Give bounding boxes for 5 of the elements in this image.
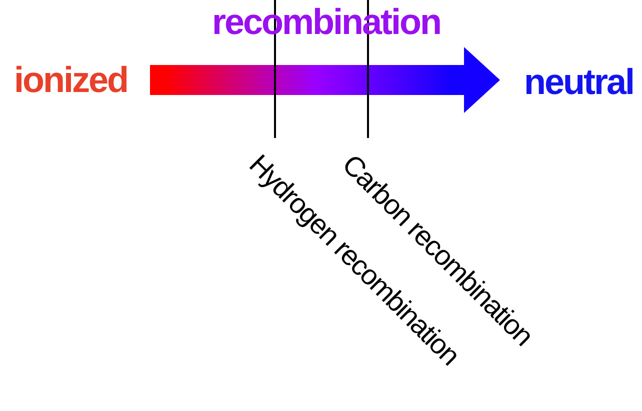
endpoint-label: neutral (524, 64, 634, 100)
leader-line (274, 0, 276, 138)
gradient-arrow (150, 47, 500, 113)
endpoint-label: ionized (14, 62, 128, 98)
leader-line (367, 0, 369, 138)
